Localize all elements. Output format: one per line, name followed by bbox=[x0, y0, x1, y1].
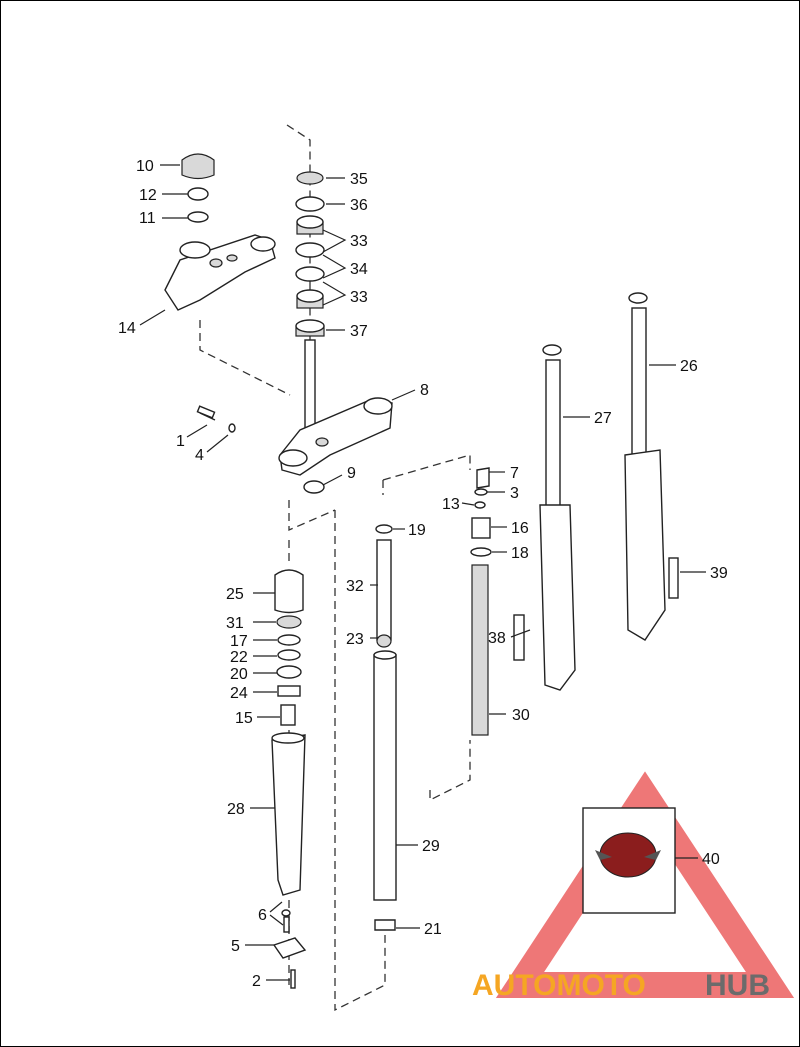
callout-4: 4 bbox=[195, 447, 204, 464]
callout-19: 19 bbox=[408, 522, 426, 539]
callout-2: 2 bbox=[252, 973, 261, 990]
lower-fork-bracket bbox=[278, 339, 393, 476]
callout-37: 37 bbox=[350, 323, 368, 340]
callout-25: 25 bbox=[226, 586, 244, 603]
nut-12 bbox=[187, 187, 209, 201]
callout-23: 23 bbox=[346, 631, 364, 648]
callout-30: 30 bbox=[512, 707, 530, 724]
callout-38: 38 bbox=[488, 630, 506, 647]
fork-parts-middle bbox=[373, 524, 397, 931]
callout-27: 27 bbox=[594, 410, 612, 427]
callout-33b: 33 bbox=[350, 289, 368, 306]
leader-lines bbox=[139, 164, 706, 981]
callout-20: 20 bbox=[230, 666, 248, 683]
callout-31: 31 bbox=[226, 615, 244, 632]
callout-12: 12 bbox=[139, 187, 157, 204]
callout-26: 26 bbox=[680, 358, 698, 375]
callout-13: 13 bbox=[442, 496, 460, 513]
fork-assembly-26 bbox=[624, 292, 679, 641]
upper-fork-bracket bbox=[164, 234, 276, 311]
callout-8: 8 bbox=[420, 382, 429, 399]
bolt-1 bbox=[196, 405, 216, 421]
callout-15: 15 bbox=[235, 710, 253, 727]
callout-7: 7 bbox=[510, 465, 519, 482]
callout-39: 39 bbox=[710, 565, 728, 582]
callout-33a: 33 bbox=[350, 233, 368, 250]
callout-34: 34 bbox=[350, 261, 368, 278]
watermark-part2: HUB bbox=[705, 969, 770, 1002]
callout-18: 18 bbox=[511, 545, 529, 562]
washer-11 bbox=[187, 211, 209, 223]
callout-3: 3 bbox=[510, 485, 519, 502]
callout-5: 5 bbox=[231, 938, 240, 955]
retaining-ring-9 bbox=[303, 480, 325, 494]
callout-14: 14 bbox=[118, 320, 136, 337]
bearing-stack bbox=[295, 171, 325, 337]
callout-10: 10 bbox=[136, 158, 154, 175]
callout-35: 35 bbox=[350, 171, 368, 188]
callout-32: 32 bbox=[346, 578, 364, 595]
fork-spring bbox=[470, 467, 492, 736]
callout-1: 1 bbox=[176, 433, 185, 450]
callout-22: 22 bbox=[230, 649, 248, 666]
callout-40: 40 bbox=[702, 851, 720, 868]
watermark-part1: AUTOMOTO bbox=[472, 969, 646, 1002]
callout-24: 24 bbox=[230, 685, 248, 702]
callout-labels: 10 12 11 14 35 36 33 34 33 37 8 1 4 9 27… bbox=[118, 158, 728, 990]
fork-parts-left bbox=[271, 569, 307, 989]
cap-nut-10 bbox=[181, 153, 215, 180]
parts-kit-40 bbox=[582, 807, 676, 914]
callout-6: 6 bbox=[258, 907, 267, 924]
callout-9: 9 bbox=[347, 465, 356, 482]
callout-21: 21 bbox=[424, 921, 442, 938]
callout-28: 28 bbox=[227, 801, 245, 818]
callout-16: 16 bbox=[511, 520, 529, 537]
callout-11: 11 bbox=[139, 210, 156, 227]
fork-assembly-27 bbox=[513, 344, 576, 691]
callout-29: 29 bbox=[422, 838, 440, 855]
washer-4 bbox=[228, 423, 236, 433]
callout-17: 17 bbox=[230, 633, 248, 650]
watermark-text: AUTOMOTO HUB bbox=[472, 969, 770, 1002]
callout-36: 36 bbox=[350, 197, 368, 214]
